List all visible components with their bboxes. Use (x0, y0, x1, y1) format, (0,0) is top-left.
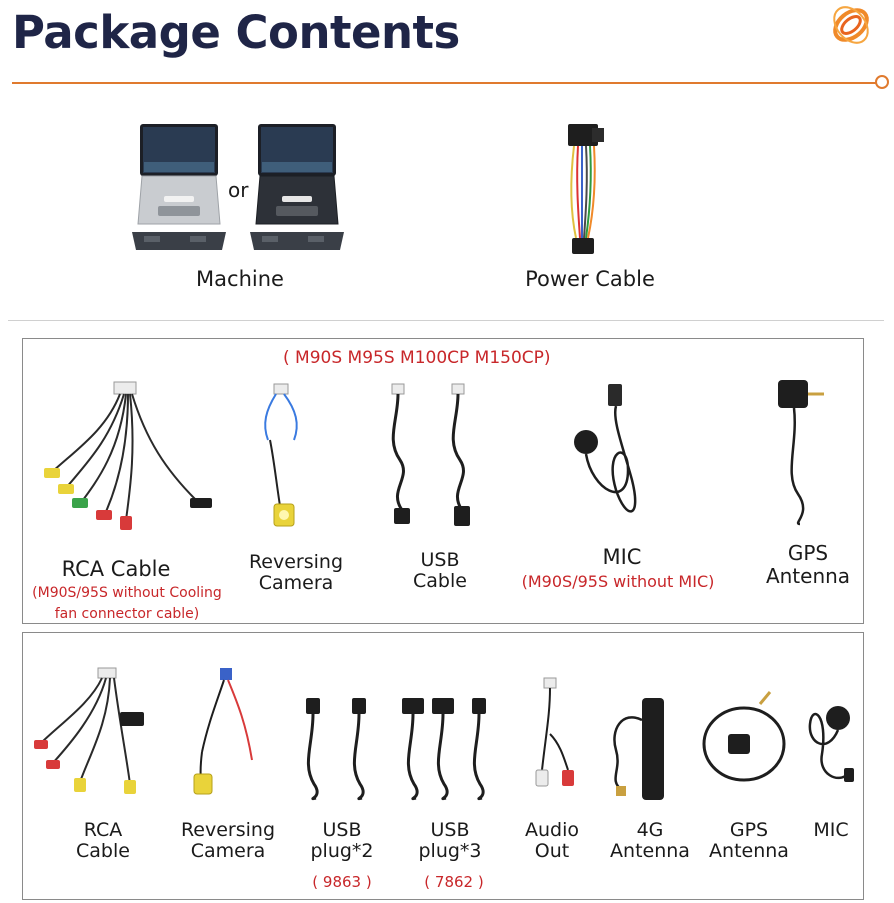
rca-cable-b-label-line2: Cable (76, 840, 130, 862)
reversing-camera-b-label-line2: Camera (190, 840, 266, 862)
power-cable-label: Power Cable (525, 267, 655, 291)
audio-out-image (535, 677, 574, 787)
usb-plug-3-note: ( 7862 ) (424, 873, 484, 891)
rca-cable-image-b (34, 667, 144, 794)
title-underline-end (875, 75, 889, 89)
mic-note: (M90S/95S without MIC) (521, 572, 715, 591)
reversing-camera-image-b (193, 668, 253, 795)
reversing-camera-label-line1: Reversing (248, 551, 344, 573)
mic-image-b (808, 706, 854, 782)
power-cable-image (568, 124, 604, 254)
page-title: Package Contents (12, 6, 460, 59)
rca-cable-label: RCA Cable (61, 557, 171, 581)
usb-plug-3-label-line2: plug*3 (418, 840, 482, 862)
audio-out-label-line2: Out (534, 840, 570, 862)
usb-plug-3-image (402, 698, 486, 801)
4g-antenna-label-line1: 4G (636, 819, 664, 841)
reversing-camera-label-line2: Camera (258, 572, 334, 594)
usb-plug-2-label-line1: USB (322, 819, 362, 841)
reversing-camera-b-label-line1: Reversing (180, 819, 276, 841)
usb-plug-3-label-line1: USB (430, 819, 470, 841)
machine-black-image (250, 124, 344, 250)
4g-antenna-image (613, 698, 664, 800)
title-underline (12, 82, 878, 84)
usb-plug-2-label-line2: plug*2 (310, 840, 374, 862)
usb-plug-2-image (306, 698, 366, 801)
gps-antenna-label-line1: GPS (787, 541, 829, 565)
usb-cable-label-line2: Cable (413, 570, 467, 592)
gps-antenna-label-line2: Antenna (765, 564, 851, 588)
gps-antenna-b-label-line2: Antenna (709, 840, 789, 862)
usb-cable-label-line1: USB (420, 549, 460, 571)
gps-antenna-image-b (702, 691, 786, 782)
4g-antenna-label-line2: Antenna (610, 840, 690, 862)
mic-image (574, 384, 637, 513)
machine-or-text: or (228, 178, 249, 202)
usb-plug-2-note: ( 9863 ) (312, 873, 372, 891)
rca-cable-b-label-line1: RCA (83, 819, 123, 841)
rca-cable-image (44, 381, 212, 530)
audio-out-label-line1: Audio (524, 819, 579, 841)
machine-label: Machine (196, 267, 284, 291)
accessories-panel-a (22, 338, 864, 624)
machine-silver-image (132, 124, 226, 250)
mic-b-label: MIC (813, 819, 849, 841)
section-divider (8, 320, 884, 321)
gps-antenna-image (778, 380, 824, 526)
usb-cable-image (391, 383, 470, 526)
reversing-camera-image (264, 383, 298, 527)
gps-antenna-b-label-line1: GPS (729, 819, 769, 841)
rca-cable-note-line1: (M90S/95S without Cooling (32, 585, 222, 601)
rca-cable-note-line2: fan connector cable) (54, 606, 200, 622)
accessories-panel-b (22, 632, 864, 900)
mic-label: MIC (602, 545, 642, 569)
models-note: ( M90S M95S M100CP M150CP) (283, 348, 551, 368)
logo-icon (833, 6, 869, 44)
